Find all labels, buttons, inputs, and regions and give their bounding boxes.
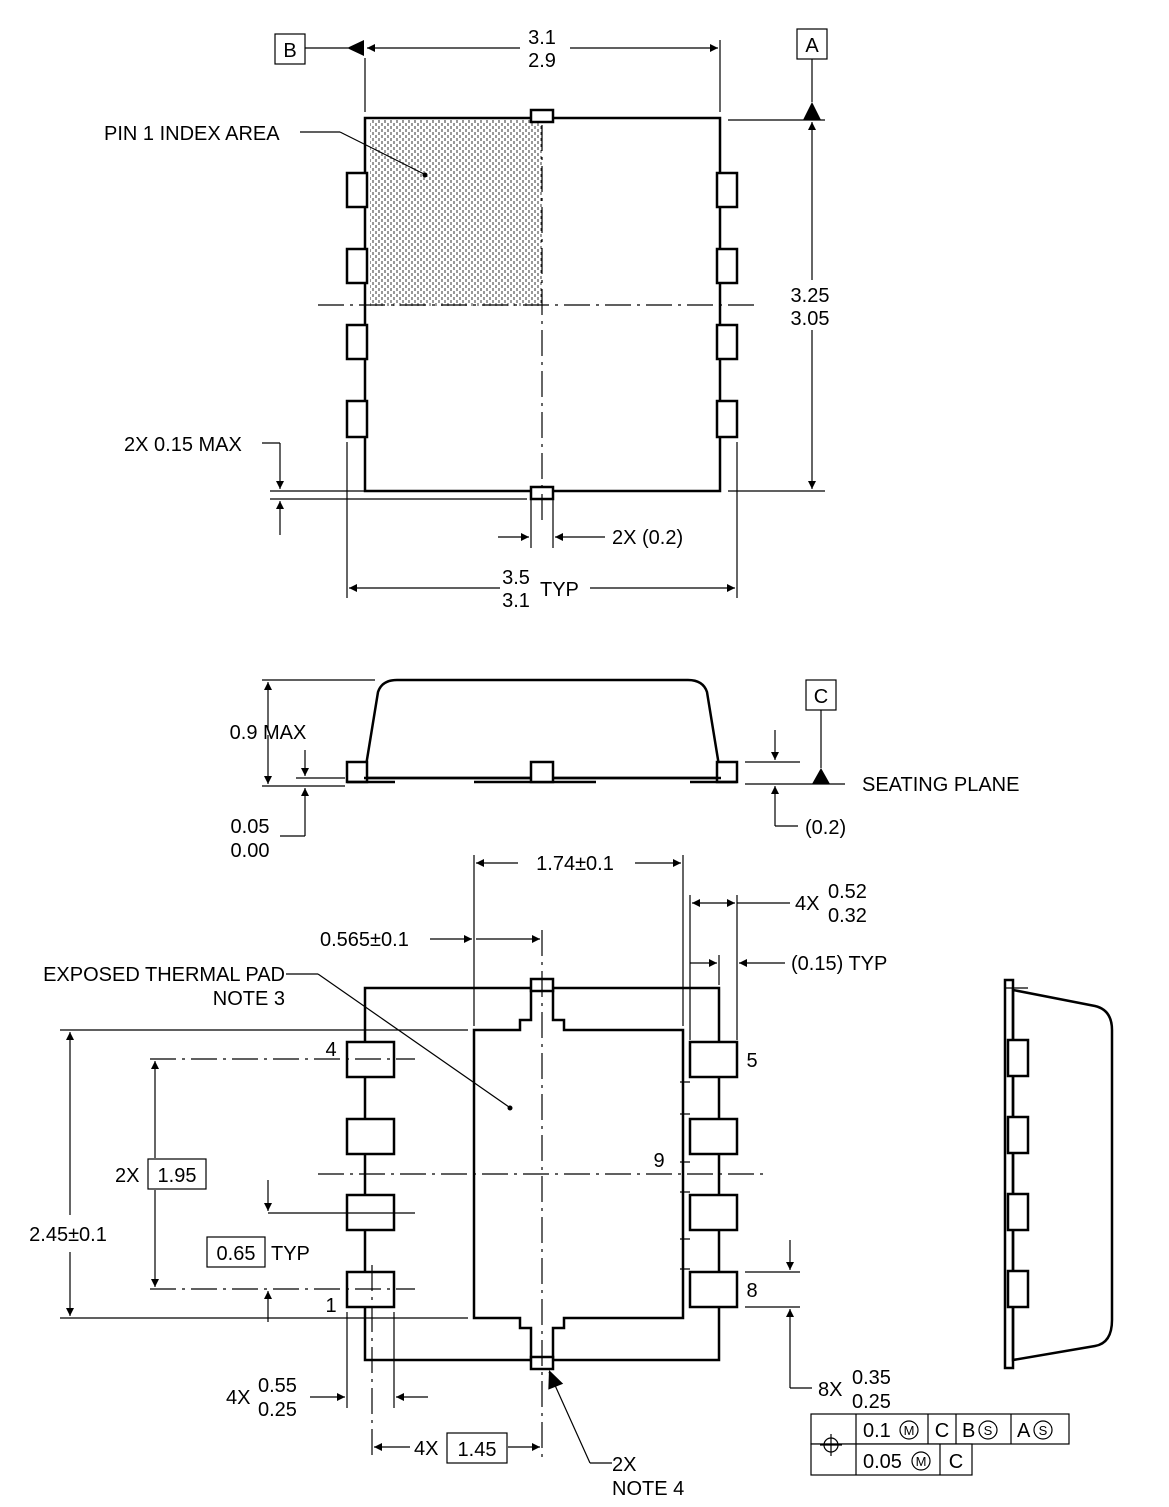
- span-typ: TYP: [540, 579, 579, 601]
- pad-width: 1.74±0.1: [536, 853, 614, 875]
- end-lead: [1006, 1192, 1030, 1232]
- tab-span: 1.45: [458, 1439, 497, 1461]
- tolerance-frame: 0.1 M C B S A S 0.05 M C: [810, 1413, 1070, 1476]
- width8-prefix: 8X: [818, 1379, 842, 1401]
- thermal-pad-label: EXPOSED THERMAL PAD: [43, 964, 285, 986]
- height-min: 3.05: [791, 308, 830, 330]
- width-max: 3.1: [528, 27, 556, 49]
- note4-label: NOTE 4: [612, 1478, 684, 1500]
- end-lead: [1006, 1115, 1030, 1155]
- bottom-lead: [688, 1193, 739, 1232]
- datum-c: C: [814, 686, 828, 708]
- row-prefix: 2X: [115, 1165, 139, 1187]
- thermal-pad: [472, 986, 685, 1362]
- span-min: 3.1: [502, 590, 530, 612]
- pitch-box: [206, 1236, 266, 1268]
- end-view: [1003, 978, 1114, 1370]
- seating-plane: SEATING PLANE: [862, 774, 1019, 796]
- width8-max: 0.35: [852, 1367, 891, 1389]
- bottom-lead: [688, 1117, 739, 1156]
- top-lead: [345, 323, 369, 361]
- span-max: 3.5: [502, 567, 530, 589]
- position-icon: [820, 1434, 842, 1456]
- top-lead: [715, 323, 739, 361]
- protrusion-label: 2X 0.15 MAX: [124, 434, 242, 456]
- datum-a: A: [805, 35, 819, 57]
- tab-prefix: 4X: [414, 1438, 438, 1460]
- end-lead: [1006, 1038, 1030, 1078]
- tol-row2-value: 0.05: [863, 1451, 902, 1473]
- side-view: 0.9 MAX 0.05 0.00 C SEATING PLANE (0.2): [230, 678, 1019, 862]
- lead-w-min: 0.25: [258, 1399, 297, 1421]
- pin-5: 5: [746, 1050, 757, 1072]
- pin-4: 4: [325, 1039, 336, 1061]
- tol-row2-datum: C: [949, 1451, 963, 1473]
- top-lead: [715, 247, 739, 285]
- datum-b-box: [274, 33, 306, 65]
- lead-len-max: 0.52: [828, 881, 867, 903]
- pin-1: 1: [325, 1295, 336, 1317]
- bottom-lead: [345, 1117, 396, 1156]
- bottom-lead: [688, 1040, 739, 1079]
- mmc-modifier-icon: M: [899, 1420, 919, 1440]
- lead-w-prefix: 4X: [226, 1387, 250, 1409]
- side-tab: [529, 760, 555, 784]
- end-lead: [1006, 1269, 1030, 1309]
- pin-8: 8: [746, 1280, 757, 1302]
- lead-w-max: 0.55: [258, 1375, 297, 1397]
- side-body: [362, 678, 723, 780]
- height-max: 3.25: [791, 285, 830, 307]
- lead-thickness: (0.2): [805, 817, 846, 839]
- pin1-index-area: [370, 120, 542, 306]
- pin1-index-label: PIN 1 INDEX AREA: [104, 123, 280, 145]
- bottom-view: 1.74±0.1 0.565±0.1 4X 0.52 0.32 (0.15) T…: [29, 853, 891, 1500]
- lead-len-prefix: 4X: [795, 893, 819, 915]
- svg-text:S: S: [984, 1423, 993, 1438]
- top-lead: [715, 399, 739, 439]
- pad-offset: 0.565±0.1: [320, 929, 409, 951]
- tip-label: (0.15) TYP: [791, 953, 887, 975]
- top-lead: [345, 399, 369, 439]
- top-lead: [715, 171, 739, 209]
- datum-a-box: [796, 28, 828, 60]
- rfs-modifier-icon: S: [1033, 1420, 1053, 1440]
- datum-b: B: [283, 40, 296, 62]
- top-tab: [529, 108, 555, 124]
- tol-row1-value: 0.1: [863, 1420, 891, 1442]
- datum-c-box: [805, 679, 837, 711]
- top-view: B 3.1 2.9 A 3.25 3.05 PIN 1 INDEX AREA 2…: [104, 27, 829, 612]
- bottom-lead: [688, 1270, 739, 1309]
- pitch-typ: TYP: [271, 1243, 310, 1265]
- pitch: 0.65: [217, 1243, 256, 1265]
- width-min: 2.9: [528, 50, 556, 72]
- tol-row1-datum2: B: [962, 1420, 975, 1442]
- tol-row1-datum1: C: [935, 1420, 949, 1442]
- tab-width-label: 2X (0.2): [612, 527, 683, 549]
- pad-height: 2.45±0.1: [29, 1224, 107, 1246]
- top-lead: [345, 171, 369, 209]
- standoff-max: 0.05: [231, 816, 270, 838]
- side-height: 0.9 MAX: [230, 722, 307, 744]
- thermal-pad-note: NOTE 3: [213, 988, 285, 1010]
- svg-text:M: M: [916, 1454, 927, 1469]
- svg-text:M: M: [904, 1423, 915, 1438]
- width8-min: 0.25: [852, 1391, 891, 1413]
- mmc-modifier-icon: M: [911, 1451, 931, 1471]
- note4-prefix: 2X: [612, 1454, 636, 1476]
- lead-len-min: 0.32: [828, 905, 867, 927]
- standoff-min: 0.00: [231, 840, 270, 862]
- top-lead: [345, 247, 369, 285]
- tol-row1-datum3: A: [1017, 1420, 1031, 1442]
- rfs-modifier-icon: S: [978, 1420, 998, 1440]
- pin-9: 9: [653, 1150, 664, 1172]
- tab-span-box: [446, 1432, 508, 1464]
- row-span-box: [147, 1158, 207, 1190]
- svg-text:S: S: [1039, 1423, 1048, 1438]
- row-span: 1.95: [158, 1165, 197, 1187]
